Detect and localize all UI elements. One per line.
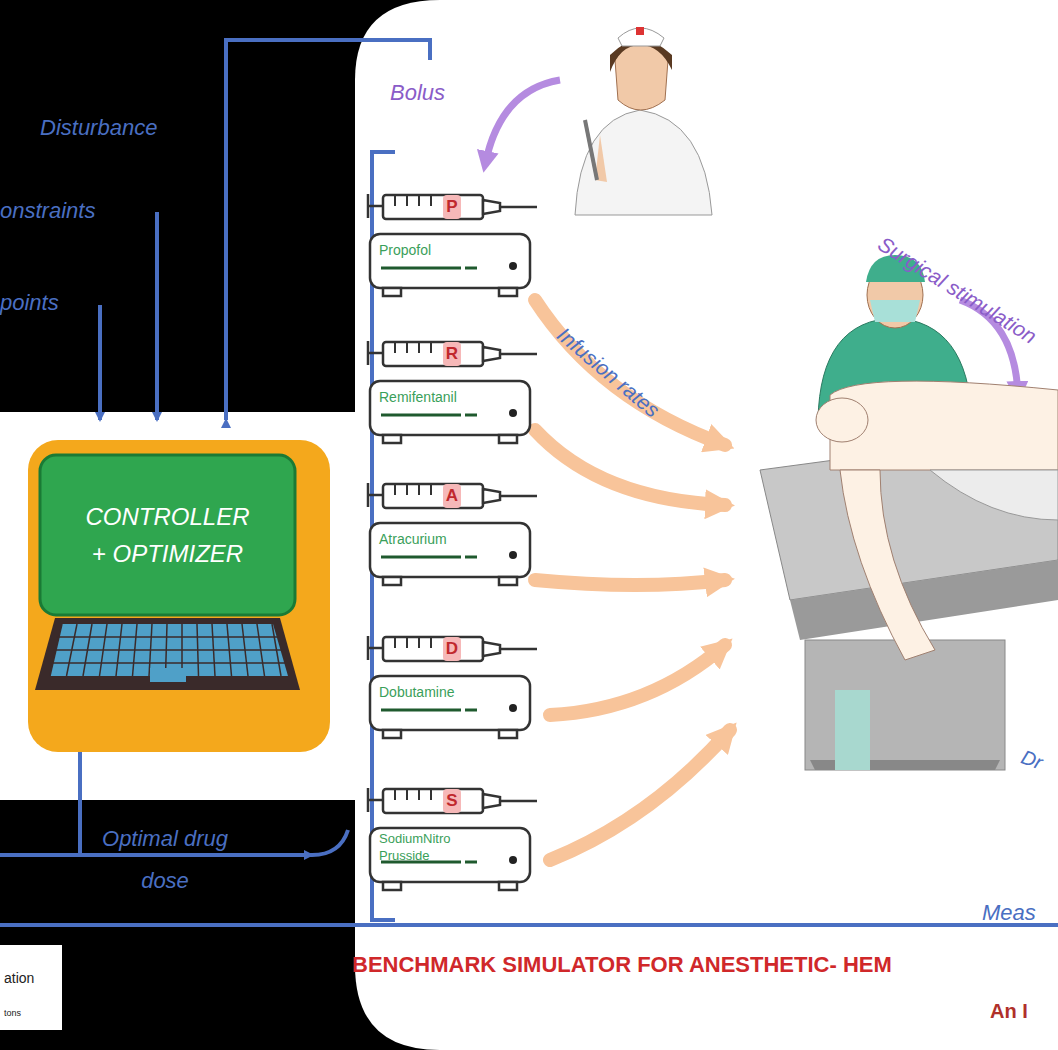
measurement-label: Meas bbox=[982, 900, 1036, 926]
disturbance-label: Disturbance bbox=[40, 115, 157, 141]
title: BENCHMARK SIMULATOR FOR ANESTHETIC- HEM bbox=[352, 952, 892, 978]
infusion-pump: A Atracurium bbox=[365, 477, 540, 589]
legend-text: tons bbox=[4, 1008, 21, 1018]
syringe-letter: P bbox=[443, 195, 461, 219]
drug-name: SodiumNitro Prusside bbox=[379, 830, 504, 864]
syringe-letter: S bbox=[443, 789, 461, 813]
syringe-letter: D bbox=[443, 637, 461, 661]
infusion-pump: R Remifentanil bbox=[365, 335, 540, 447]
controller-label: CONTROLLER + OPTIMIZER bbox=[80, 498, 255, 572]
drug-name: Atracurium bbox=[379, 531, 514, 547]
infusion-pump: D Dobutamine bbox=[365, 630, 540, 742]
setpoints-label: points bbox=[0, 290, 59, 316]
drug-name: Propofol bbox=[379, 242, 514, 258]
drug-name: Remifentanil bbox=[379, 389, 514, 405]
drug-name: Dobutamine bbox=[379, 684, 514, 700]
subtitle-label: An I bbox=[990, 1000, 1028, 1023]
dose-label: Optimal drug dose bbox=[90, 818, 240, 902]
constraints-label: onstraints bbox=[0, 198, 95, 224]
infusion-pump: P Propofol bbox=[365, 188, 540, 300]
legend-text: ation bbox=[4, 970, 34, 986]
syringe-letter: A bbox=[443, 484, 461, 508]
bolus-label: Bolus bbox=[390, 80, 445, 106]
infusion-pump: S SodiumNitro Prusside bbox=[365, 782, 540, 894]
syringe-letter: R bbox=[443, 342, 461, 366]
controller-screen: CONTROLLER + OPTIMIZER bbox=[40, 455, 295, 615]
